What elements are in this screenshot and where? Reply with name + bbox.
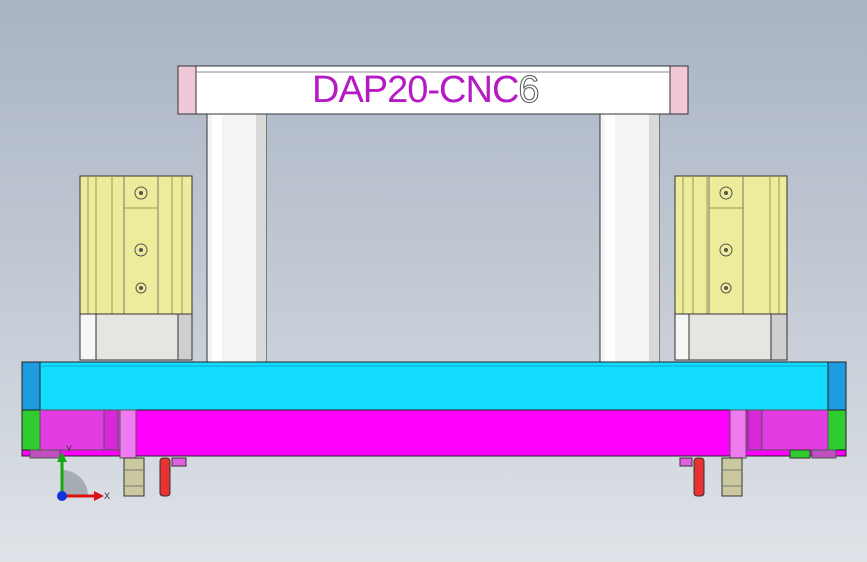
base-plate [21, 361, 847, 411]
y-axis-label: Y [66, 444, 72, 454]
support-post-right [599, 113, 660, 363]
locating-pin-left [159, 457, 187, 497]
triad-arc-icon [62, 470, 88, 496]
part-number-main: DAP20-CNC [312, 69, 519, 111]
support-post-left [206, 113, 267, 363]
axis-triad[interactable]: Y X [57, 444, 110, 501]
cylinder-left [79, 175, 193, 361]
z-axis-icon [57, 491, 67, 501]
x-axis-label: X [104, 491, 110, 501]
cylinder-right [674, 175, 788, 361]
locating-pin-right [679, 457, 705, 497]
part-number-suffix: 6 [518, 69, 540, 112]
top-plate [177, 65, 689, 115]
part-number-label: DAP20-CNC6 [312, 66, 540, 114]
bottom-plate [21, 409, 847, 459]
bushing-right [721, 457, 743, 497]
bushing-left [123, 457, 145, 497]
